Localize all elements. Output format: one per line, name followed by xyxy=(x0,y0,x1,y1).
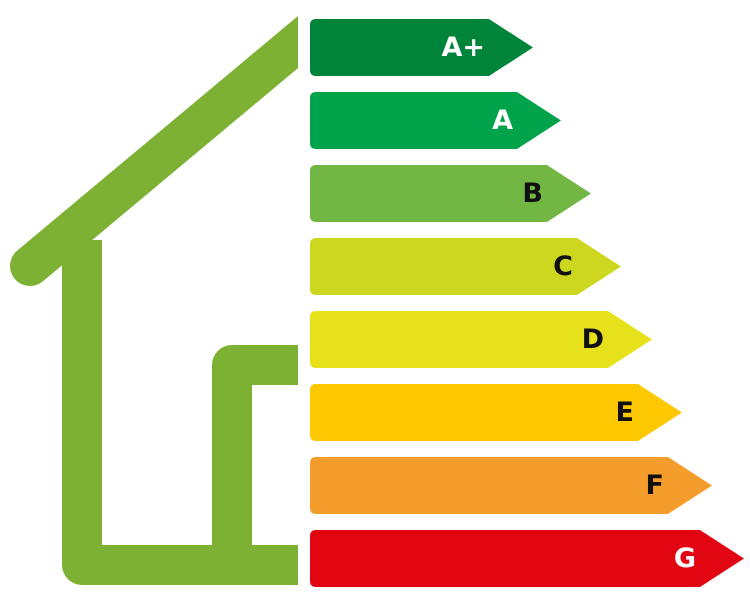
rating-arrow-shape xyxy=(310,238,621,295)
rating-arrow-shape xyxy=(310,92,561,149)
rating-label: E xyxy=(615,397,634,428)
rating-label: D xyxy=(581,324,604,355)
rating-bar-c: C xyxy=(310,238,621,295)
rating-bar-e: E xyxy=(310,384,682,441)
house-roof xyxy=(10,16,298,286)
rating-bar-g: G xyxy=(310,530,744,587)
rating-arrow-shape xyxy=(310,457,712,514)
rating-label: F xyxy=(645,470,664,501)
rating-arrow-shape xyxy=(310,530,744,587)
rating-arrow-shape xyxy=(310,165,591,222)
house-wall xyxy=(62,240,298,585)
rating-label: A+ xyxy=(441,32,485,63)
rating-bar-f: F xyxy=(310,457,712,514)
rating-bar-d: D xyxy=(310,311,652,368)
rating-arrow-shape xyxy=(310,19,533,76)
rating-label: A xyxy=(492,105,513,136)
house-door xyxy=(212,345,298,555)
rating-label: G xyxy=(673,543,696,574)
rating-label: B xyxy=(522,178,543,209)
rating-label: C xyxy=(553,251,573,282)
rating-bar-a-plus: A+ xyxy=(310,19,533,76)
rating-bar-b: B xyxy=(310,165,591,222)
rating-arrow-shape xyxy=(310,311,652,368)
house-outline-icon xyxy=(10,16,298,585)
rating-arrow-shape xyxy=(310,384,682,441)
rating-bar-a: A xyxy=(310,92,561,149)
